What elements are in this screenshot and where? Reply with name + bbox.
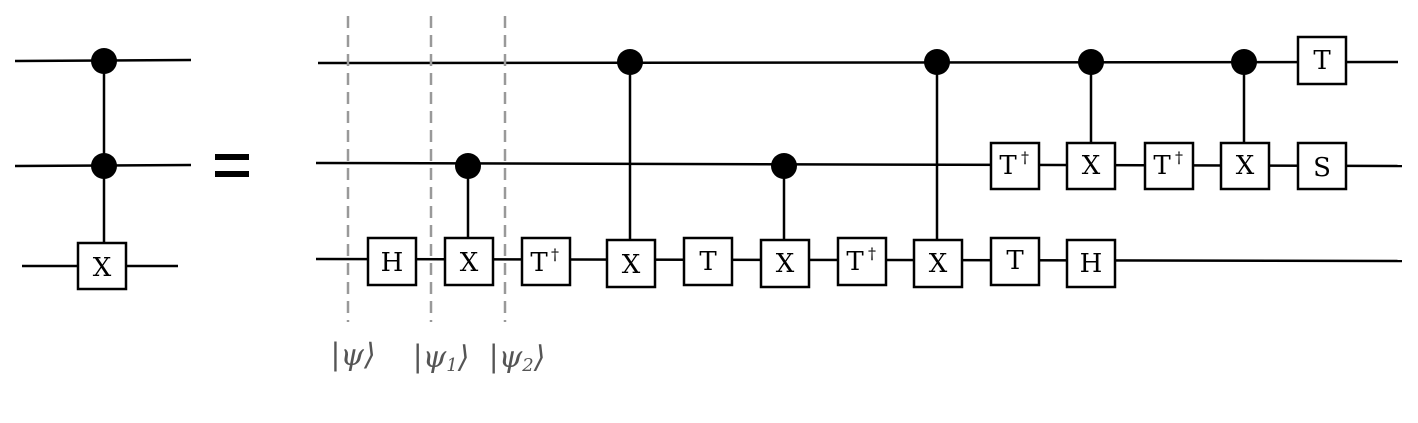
control-dot [924, 49, 950, 75]
gate-cnot-x: X [443, 236, 495, 287]
svg-text:†: † [1021, 148, 1029, 167]
control-dot [617, 49, 643, 75]
gate-s: S [1296, 141, 1348, 191]
svg-text:T: T [846, 247, 864, 277]
gate-t-dagger: T † [520, 236, 572, 287]
state-label-psi: |ψ⟩ [330, 338, 375, 373]
control-dots [455, 49, 1257, 179]
svg-text:X: X [776, 249, 795, 279]
lhs-target-box [76, 241, 128, 291]
gate-t-dagger: T † [1143, 141, 1195, 191]
svg-text:T: T [699, 247, 717, 277]
svg-text:T: T [1313, 46, 1331, 76]
equals-sign [215, 154, 249, 177]
svg-text:|ψ1⟩: |ψ1⟩ [413, 340, 470, 376]
gates: H X T † X T X T † X [366, 35, 1348, 289]
gate-t-dagger: T † [989, 141, 1041, 191]
gate-cnot-x: X [605, 238, 657, 289]
svg-text:X: X [1236, 151, 1255, 181]
control-dot [1231, 49, 1257, 75]
control-dot [771, 153, 797, 179]
svg-text:†: † [868, 244, 876, 263]
gate-t: T [682, 236, 734, 287]
gate-h: H [1065, 238, 1117, 289]
state-label-psi-2: |ψ2⟩ [489, 340, 546, 376]
lhs-target-label: X [93, 253, 112, 283]
svg-text:X: X [1082, 151, 1101, 181]
svg-text:X: X [929, 249, 948, 279]
lhs-control-dot-2 [91, 153, 117, 179]
control-dot [1078, 49, 1104, 75]
svg-text:|ψ⟩: |ψ⟩ [330, 338, 375, 373]
rhs-wire-1 [317, 60, 1399, 65]
gate-cnot-x: X [1065, 141, 1117, 191]
lhs-control-dot-1 [91, 48, 117, 74]
gate-cnot-x: X [1219, 141, 1271, 191]
svg-text:X: X [622, 250, 641, 280]
svg-text:H: H [381, 248, 404, 278]
svg-text:S: S [1313, 153, 1331, 183]
gate-h: H [366, 236, 418, 287]
gate-t: T [989, 236, 1041, 287]
svg-text:T: T [999, 151, 1017, 181]
svg-text:T: T [1006, 246, 1024, 276]
svg-text:†: † [1175, 148, 1183, 167]
control-dot [455, 153, 481, 179]
state-label-psi-1: |ψ1⟩ [413, 340, 470, 376]
gate-cnot-x: X [759, 238, 811, 289]
gate-t: T [1296, 35, 1348, 86]
state-marker-lines [346, 16, 507, 322]
control-links [466, 62, 1246, 240]
svg-text:T: T [1153, 151, 1171, 181]
svg-text:T: T [530, 248, 548, 278]
svg-text:H: H [1080, 249, 1103, 279]
gate-cnot-x: X [912, 238, 964, 289]
gate-t-dagger: T † [836, 236, 888, 287]
svg-text:X: X [460, 248, 479, 278]
toffoli-gate: X [14, 48, 192, 291]
state-labels: |ψ⟩ |ψ1⟩ |ψ2⟩ [330, 338, 545, 376]
svg-text:|ψ2⟩: |ψ2⟩ [489, 340, 546, 376]
svg-text:†: † [551, 245, 559, 264]
